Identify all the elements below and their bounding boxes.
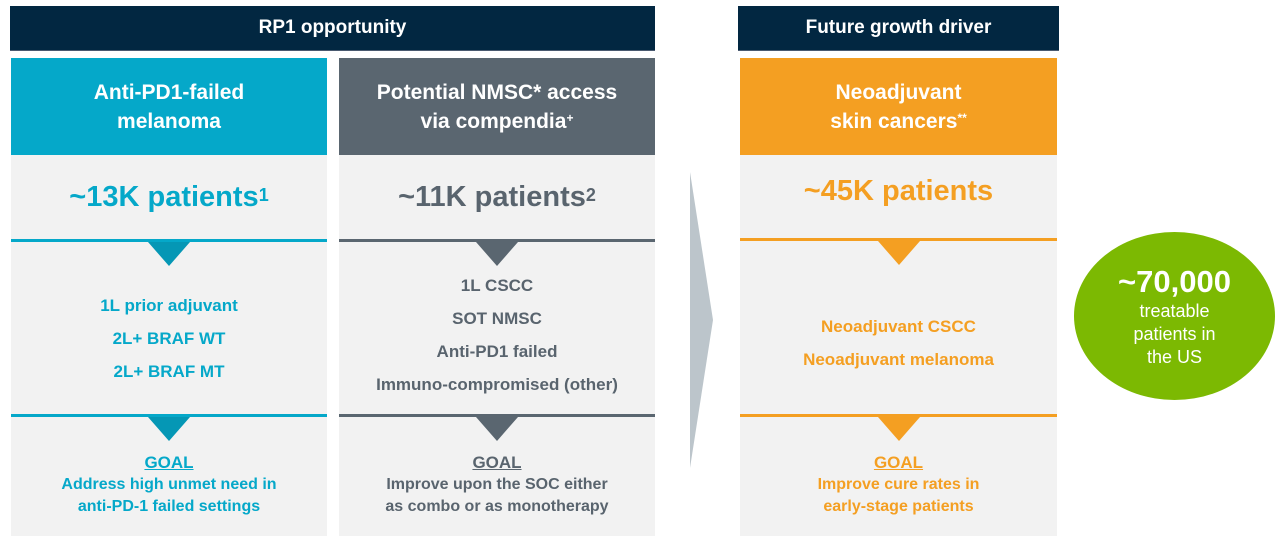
title-line1: Neoadjuvant bbox=[835, 80, 962, 104]
down-triangle-icon bbox=[877, 241, 920, 265]
goal-block: GOAL Improve cure rates in early-stage p… bbox=[740, 452, 1057, 518]
title-sup: ** bbox=[957, 110, 967, 125]
goal-label: GOAL bbox=[472, 453, 522, 472]
goal-text-line2: anti-PD-1 failed settings bbox=[77, 498, 261, 515]
segment-list: 1L prior adjuvant 2L+ BRAF WT 2L+ BRAF M… bbox=[11, 258, 327, 418]
patient-count-value: ~13K patients bbox=[69, 181, 259, 213]
list-item: Neoadjuvant melanoma bbox=[803, 350, 994, 369]
header-rp1-opportunity: RP1 opportunity bbox=[10, 6, 655, 51]
goal-text-line2: as combo or as monotherapy bbox=[385, 498, 609, 515]
column-title: Potential NMSC* access via compendia+ bbox=[339, 58, 655, 155]
divider bbox=[740, 238, 1057, 241]
column-nmsc-compendia: Potential NMSC* access via compendia+ ~1… bbox=[339, 58, 655, 536]
patient-count-value: ~11K patients bbox=[398, 181, 586, 213]
total-label-line3: the US bbox=[1146, 346, 1203, 367]
column-neoadjuvant: Neoadjuvant skin cancers** ~45K patients… bbox=[740, 58, 1057, 536]
title-sup: + bbox=[566, 110, 574, 125]
goal-text-line2: early-stage patients bbox=[823, 498, 974, 515]
down-triangle-icon bbox=[476, 417, 518, 441]
column-title: Neoadjuvant skin cancers** bbox=[740, 58, 1057, 155]
list-item: 2L+ BRAF MT bbox=[113, 361, 225, 381]
divider bbox=[740, 414, 1057, 417]
goal-block: GOAL Address high unmet need in anti-PD-… bbox=[11, 452, 327, 518]
column-title: Anti-PD1-failed melanoma bbox=[11, 58, 327, 155]
list-item: 2L+ BRAF WT bbox=[112, 328, 226, 348]
down-triangle-icon bbox=[476, 242, 518, 266]
list-item: Neoadjuvant CSCC bbox=[821, 317, 976, 336]
list-item: 1L CSCC bbox=[460, 276, 534, 295]
down-triangle-icon bbox=[148, 242, 190, 266]
divider bbox=[11, 239, 327, 242]
total-value: ~70,000 bbox=[1118, 263, 1231, 299]
list-item: Anti-PD1 failed bbox=[436, 342, 558, 361]
goal-text-line1: Address high unmet need in bbox=[61, 476, 277, 493]
patient-count-value: ~45K patients bbox=[803, 174, 994, 207]
divider bbox=[339, 239, 655, 242]
title-line1: Potential NMSC* access bbox=[376, 80, 618, 104]
segment-list: Neoadjuvant CSCC Neoadjuvant melanoma bbox=[740, 268, 1057, 418]
divider bbox=[11, 414, 327, 417]
goal-text-line1: Improve upon the SOC either bbox=[386, 476, 608, 493]
right-arrow-icon bbox=[690, 172, 713, 468]
goal-block: GOAL Improve upon the SOC either as comb… bbox=[339, 452, 655, 518]
goal-label: GOAL bbox=[144, 453, 194, 472]
title-line1: Anti-PD1-failed bbox=[93, 80, 245, 104]
footnote-ref: 1 bbox=[258, 185, 269, 205]
title-line2: skin cancers bbox=[830, 109, 958, 133]
footnote-ref: 2 bbox=[585, 185, 596, 205]
divider bbox=[339, 414, 655, 417]
title-line2: via compendia bbox=[420, 109, 567, 133]
total-label-line2: patients in bbox=[1133, 323, 1216, 344]
list-item: SOT NMSC bbox=[452, 309, 542, 328]
goal-text-line1: Improve cure rates in bbox=[817, 476, 980, 493]
total-label-line1: treatable bbox=[1139, 300, 1210, 321]
goal-label: GOAL bbox=[873, 453, 924, 472]
list-item: Immuno-compromised (other) bbox=[376, 375, 618, 394]
down-triangle-icon bbox=[148, 417, 190, 441]
total-patients-circle: ~70,000 treatable patients in the US bbox=[1074, 232, 1275, 400]
header-future-growth-driver: Future growth driver bbox=[738, 6, 1059, 51]
down-triangle-icon bbox=[877, 417, 920, 441]
segment-list: 1L CSCC SOT NMSC Anti-PD1 failed Immuno-… bbox=[339, 258, 655, 412]
list-item: 1L prior adjuvant bbox=[100, 295, 238, 315]
title-line2: melanoma bbox=[117, 109, 221, 133]
patient-count: ~45K patients bbox=[740, 155, 1057, 227]
